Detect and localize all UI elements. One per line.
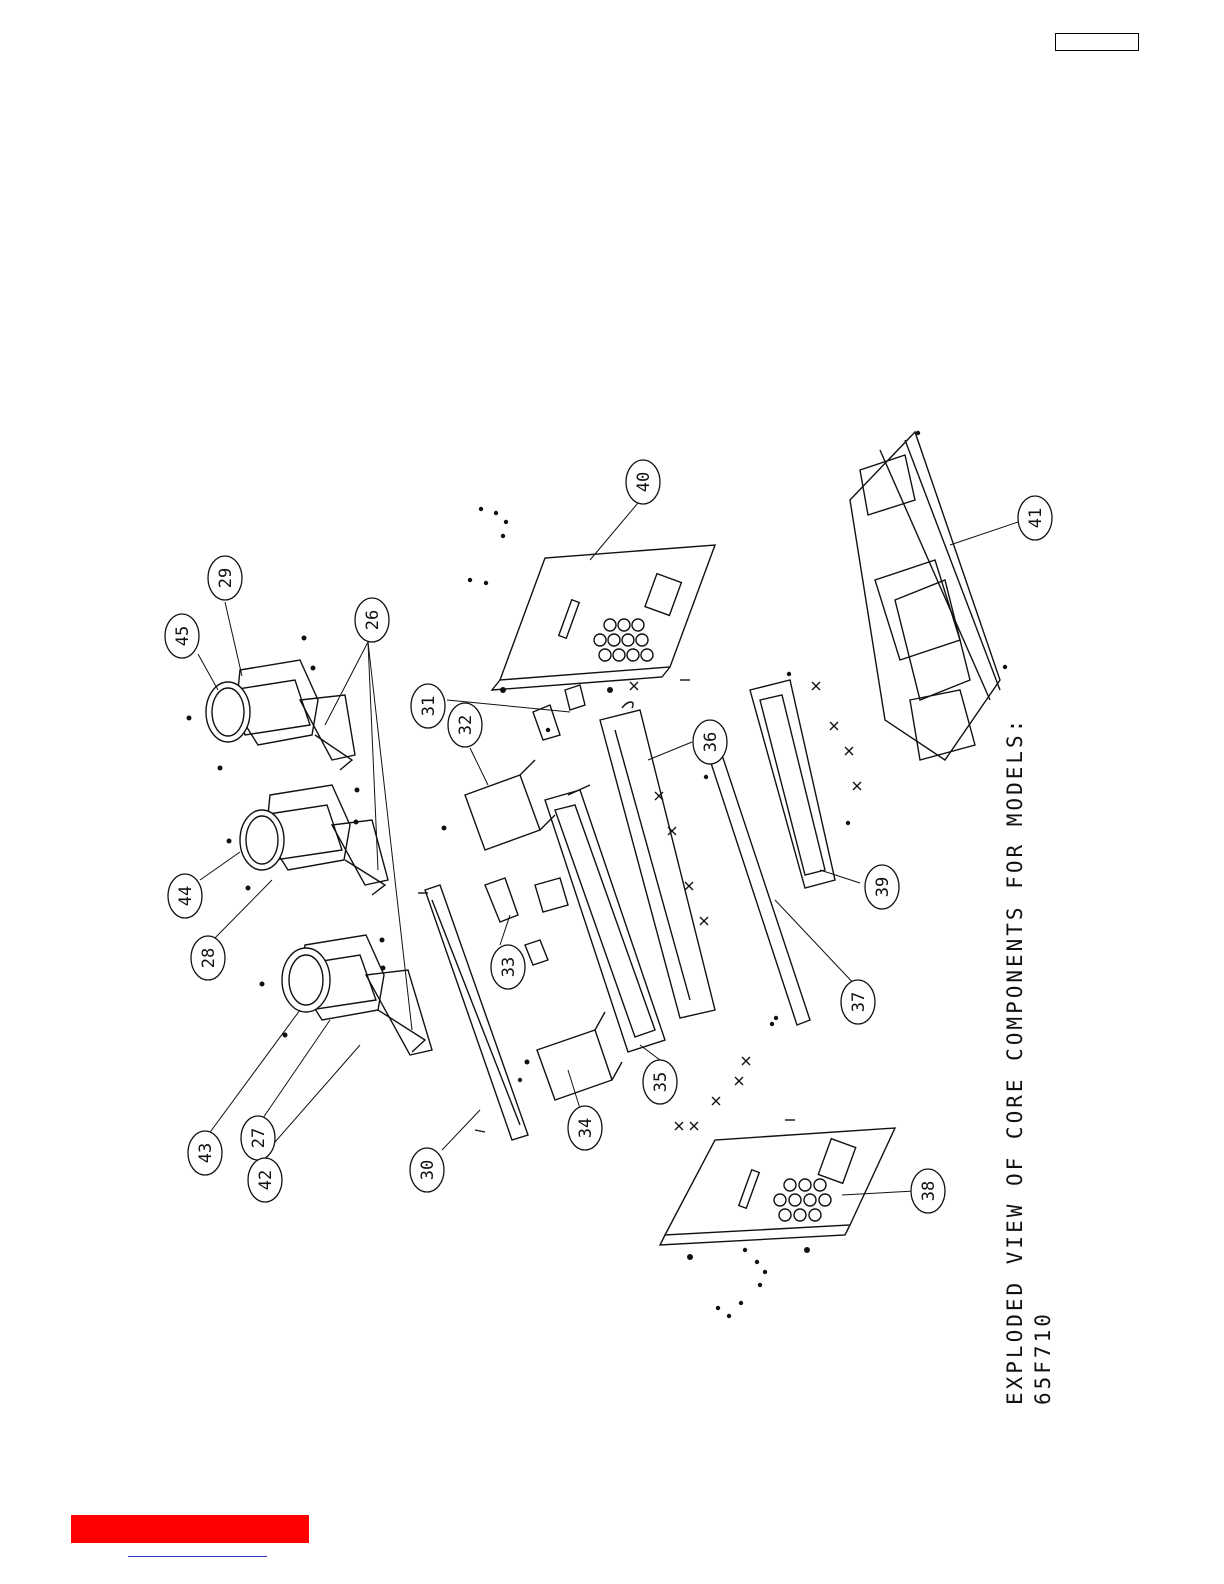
- panel-40: [492, 545, 715, 690]
- callout-34: 34: [576, 1118, 596, 1138]
- shield-34: [537, 1012, 622, 1100]
- callout-37: 37: [849, 992, 869, 1012]
- frame-35: [545, 785, 665, 1052]
- diagram-caption: EXPLODED VIEW OF CORE COMPONENTS FOR MOD…: [1003, 717, 1055, 1405]
- callout-31: 31: [419, 696, 439, 716]
- callout-36: 36: [701, 732, 721, 752]
- callout-28: 28: [199, 948, 219, 968]
- leader-lines: [198, 497, 1030, 1195]
- callout-33: 33: [499, 957, 519, 977]
- callout-45: 45: [173, 626, 193, 646]
- rail-30: [418, 885, 528, 1140]
- callout-labels: 45 29 26 44 28 43 27 42 30 31 32 33 34 3…: [173, 472, 1046, 1201]
- caption-line-2: 65F710: [1031, 1311, 1055, 1405]
- callout-32: 32: [456, 715, 476, 735]
- callout-39: 39: [873, 877, 893, 897]
- callout-35: 35: [651, 1072, 671, 1092]
- callout-30: 30: [418, 1160, 438, 1180]
- rail-37: [710, 755, 810, 1025]
- shield-32: [465, 760, 555, 850]
- lens-assembly-middle: [240, 785, 388, 895]
- callout-43: 43: [196, 1143, 216, 1163]
- caption-line-1: EXPLODED VIEW OF CORE COMPONENTS FOR MOD…: [1003, 717, 1027, 1405]
- callout-41: 41: [1026, 508, 1046, 528]
- callout-27: 27: [249, 1128, 269, 1148]
- callout-38: 38: [919, 1181, 939, 1201]
- callout-40: 40: [634, 472, 654, 492]
- callout-42: 42: [256, 1170, 276, 1190]
- callout-29: 29: [216, 568, 236, 588]
- callout-44: 44: [176, 886, 196, 906]
- lens-assembly-top: [206, 660, 355, 770]
- lens-assembly-bottom: [282, 935, 432, 1055]
- frame-39: [750, 680, 835, 888]
- panel-38: [660, 1128, 895, 1245]
- red-marker-bar: [71, 1515, 309, 1543]
- bracket-31: [533, 685, 585, 740]
- callout-circles: [165, 460, 1052, 1213]
- callout-26: 26: [363, 610, 383, 630]
- footer-link-underline[interactable]: [128, 1556, 267, 1557]
- board-41: [850, 432, 1000, 760]
